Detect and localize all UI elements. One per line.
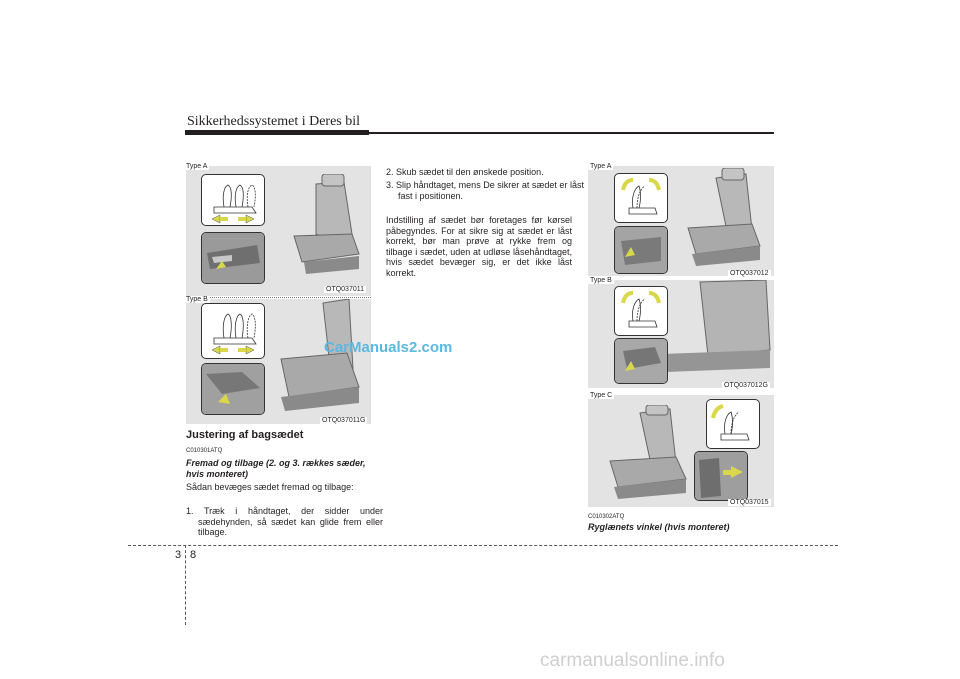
seat-photo <box>609 405 687 499</box>
pull-arrow-icon <box>625 361 635 371</box>
watermark: CarManuals2.com <box>324 339 453 356</box>
chapter-number: 3 <box>175 549 182 561</box>
pull-arrow-icon <box>625 247 635 257</box>
figure-recline-type-b: Type B OTQ037012G <box>588 277 774 389</box>
arrow-right-icon <box>245 345 255 355</box>
section-heading: Justering af bagsædet <box>186 429 304 441</box>
figure-type-label: Type A <box>588 163 614 170</box>
rotate-arrow-icon <box>648 178 661 191</box>
figure-seat-slide-type-b: Type B OTQ037011G <box>184 296 371 424</box>
step-1: 1. Træk i håndtaget, der sidder under sæ… <box>186 506 383 537</box>
content-code: C010301ATQ <box>186 448 223 454</box>
arrow-right-icon <box>245 214 255 224</box>
figure-code: OTQ037011G <box>320 417 368 424</box>
figure-type-label: Type A <box>184 163 210 170</box>
seat-diagram-inset <box>201 303 265 359</box>
section-title: Sikkerhedssystemet i Deres bil <box>187 114 361 129</box>
arrow-left-icon <box>211 345 221 355</box>
arrow-left-icon <box>211 214 221 224</box>
page-number: 8 <box>190 549 197 561</box>
lever-photo-inset <box>614 226 668 274</box>
figure-recline-type-c: Type C OTQ037015 <box>588 392 774 507</box>
figure-divider <box>186 297 371 298</box>
subheading: Fremad og tilbage (2. og 3. rækkes sæder… <box>186 458 366 479</box>
header-rule <box>185 132 774 134</box>
footer-divider <box>128 545 838 546</box>
note-paragraph: Indstilling af sædet bør foretages før k… <box>386 215 572 278</box>
step-2: 2. Skub sædet til den ønskede position. <box>386 167 544 177</box>
figure-code: OTQ037012G <box>722 382 770 389</box>
figure-code: OTQ037015 <box>728 499 771 506</box>
seat-photo <box>261 299 371 417</box>
footer-watermark: carmanualsonline.info <box>540 650 725 671</box>
content-code: C010302ATQ <box>588 514 625 520</box>
figure-code: OTQ037011 <box>324 286 367 293</box>
push-arrow-icon <box>731 466 743 478</box>
recline-diagram-inset <box>614 173 668 223</box>
figure-type-label: Type C <box>588 392 615 399</box>
seat-photo <box>264 174 369 284</box>
figure-seat-slide-type-a: Type A OTQ037011 <box>184 163 371 298</box>
intro-paragraph: Sådan bevæges sædet fremad og tilbage: <box>186 482 354 492</box>
figure-type-label: Type B <box>588 277 614 284</box>
rotate-arrow-icon <box>648 291 661 304</box>
pull-arrow-icon <box>218 394 230 404</box>
lever-photo-inset <box>201 232 265 284</box>
step-3: 3. Slip håndtaget, mens De sikrer at sæd… <box>386 180 584 201</box>
header-tab-bar <box>185 130 369 135</box>
lever-photo-inset <box>694 451 748 501</box>
recline-diagram-inset <box>614 286 668 336</box>
rotate-arrow-icon <box>711 404 724 419</box>
pull-arrow-icon <box>216 261 226 269</box>
figure-type-label: Type B <box>184 296 210 303</box>
subheading: Ryglænets vinkel (hvis monteret) <box>588 522 730 532</box>
recline-diagram-inset <box>706 399 760 449</box>
footer-vertical-divider <box>185 545 186 625</box>
lever-photo-inset <box>201 363 265 415</box>
seat-photo <box>687 168 761 266</box>
seat-diagram-inset <box>201 174 265 226</box>
rotate-arrow-icon <box>621 178 634 191</box>
figure-code: OTQ037012 <box>728 270 771 277</box>
figure-recline-type-a: Type A OTQ037012 <box>588 163 774 277</box>
rotate-arrow-icon <box>621 291 634 304</box>
seat-photo <box>662 280 771 372</box>
lever-photo-inset <box>614 338 668 384</box>
